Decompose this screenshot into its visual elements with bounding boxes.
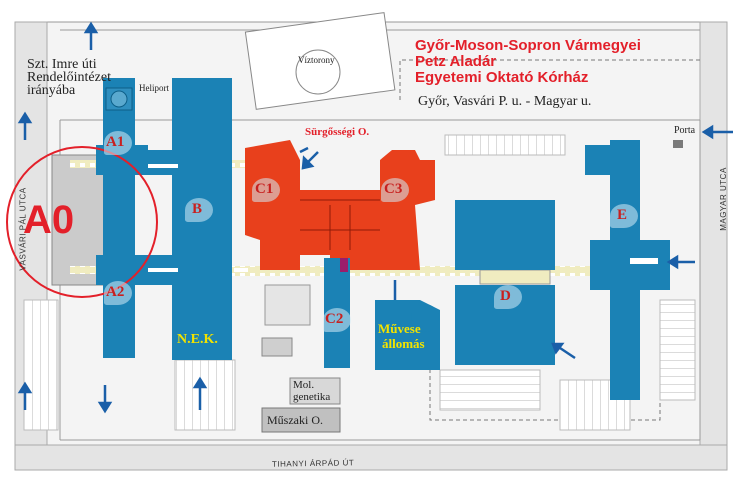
tihanyi-street-label: TIHANYI ÁRPÁD ÚT <box>271 458 355 469</box>
mol-genetika-label-2: genetika <box>293 391 331 403</box>
a1-bubble <box>104 131 132 155</box>
magyar-street-label: MAGYAR UTCA <box>718 167 728 231</box>
e-building-wing <box>590 240 670 290</box>
a2-label: A2 <box>106 284 125 300</box>
parking-left <box>23 299 59 431</box>
d-label: D <box>500 288 511 304</box>
c-building <box>245 140 435 270</box>
c-inner-lines <box>300 199 380 250</box>
corridor-d <box>479 269 551 285</box>
c1-label: C1 <box>255 181 274 197</box>
muszaki-building <box>261 407 341 433</box>
header-line-3: Egyetemi Oktató Kórház <box>415 69 589 86</box>
d-building-top <box>455 200 555 270</box>
direction-line-3: irányába <box>27 83 76 98</box>
water-tower-label: Víztorony <box>298 55 335 65</box>
direction-line-1: Szt. Imre úti <box>27 57 97 72</box>
heliport-circle <box>110 90 128 108</box>
b-label: B <box>192 201 203 217</box>
c3-label: C3 <box>384 181 403 197</box>
c1-bubble <box>252 178 280 202</box>
parking-top <box>444 134 566 156</box>
direction-arrows <box>17 21 733 414</box>
header-line-1: Győr-Moson-Sopron Vármegyei <box>415 37 641 54</box>
muszaki-label: Műszaki O. <box>267 413 323 427</box>
stripe-4 <box>630 258 658 264</box>
nek-label: N.E.K. <box>177 332 218 347</box>
a2-bubble <box>104 281 132 305</box>
direction-line-2: Rendelőintézet <box>27 70 111 85</box>
mol-genetika-label-1: Mol. <box>293 379 315 391</box>
c2-top-marker <box>340 258 348 272</box>
corridor-main <box>230 266 630 276</box>
e-bubble <box>610 204 638 228</box>
porta-building <box>673 140 683 148</box>
c3-bubble <box>381 178 409 202</box>
b-bubble <box>185 198 213 222</box>
c2-label: C2 <box>325 311 344 327</box>
a1-label: A1 <box>106 134 125 150</box>
stripe-1 <box>148 164 178 168</box>
b-upper-wing <box>148 150 176 175</box>
small-grey-building <box>261 337 293 357</box>
parking-bottom-a <box>174 359 236 431</box>
parking-far-right <box>659 299 696 401</box>
porta-label: Porta <box>674 125 696 136</box>
e-building-top <box>585 145 630 175</box>
small-block-building <box>264 284 311 326</box>
stripe-2 <box>148 268 178 272</box>
address: Győr, Vasvári P. u. - Magyar u. <box>418 94 592 109</box>
a0-highlight-circle <box>6 146 158 298</box>
muvese-label-2: állomás <box>382 336 425 351</box>
d-bubble <box>494 285 522 309</box>
mol-genetika-building <box>289 377 341 405</box>
header-line-2: Petz Aladár <box>415 53 497 70</box>
tihanyi-street <box>14 444 728 471</box>
muvese-circle <box>411 304 439 332</box>
dashed-boundary-2 <box>399 59 700 100</box>
water-tower-circle <box>295 49 341 95</box>
e-label: E <box>617 207 628 223</box>
c2-bubble <box>323 308 351 332</box>
emergency-label: Sürgősségi O. <box>305 126 370 138</box>
heliport-label: Heliport <box>139 83 169 93</box>
magyar-street <box>699 21 728 453</box>
muvese-label-1: Művese <box>378 321 421 336</box>
parking-mid <box>439 369 541 411</box>
a-tower <box>103 78 135 358</box>
a0-label: A0 <box>23 198 75 242</box>
stripe-3 <box>234 268 248 272</box>
